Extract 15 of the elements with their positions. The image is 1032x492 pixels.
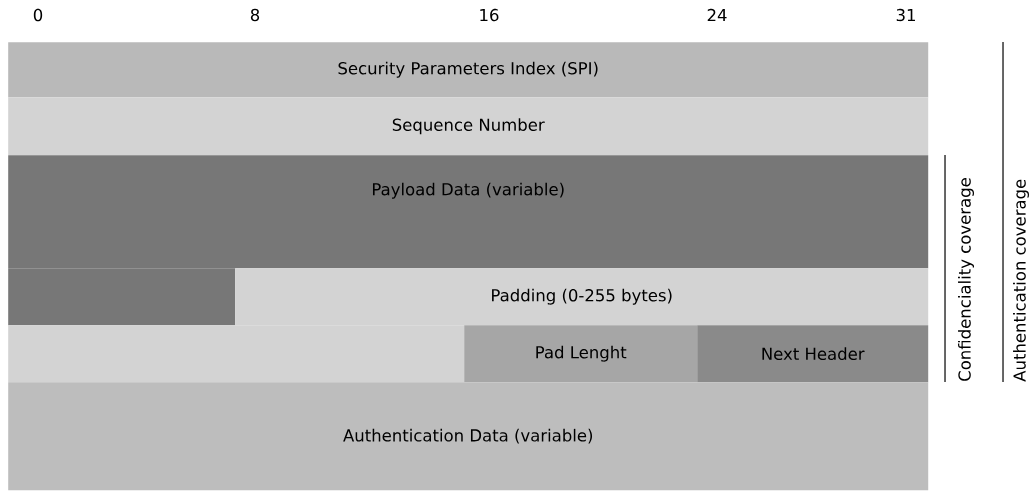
bit-number: 8 xyxy=(250,8,260,22)
coverage-label: Authentication coverage xyxy=(1013,179,1029,382)
field-box xyxy=(8,268,236,326)
field-box: Next Header xyxy=(697,325,929,383)
field-box: Pad Lenght xyxy=(464,325,698,383)
field-box: Authentication Data (variable) xyxy=(8,382,929,491)
field-box xyxy=(8,325,465,383)
field-box: Padding (0-255 bytes) xyxy=(235,268,929,326)
bit-number: 31 xyxy=(896,8,915,22)
bit-number: 16 xyxy=(480,8,499,22)
coverage-label: Confidenciality coverage xyxy=(958,178,974,381)
bit-number: 24 xyxy=(707,8,727,22)
field-box: Sequence Number xyxy=(8,97,929,156)
bit-number: 0 xyxy=(33,8,43,22)
field-box: Security Parameters Index (SPI) xyxy=(8,42,929,98)
